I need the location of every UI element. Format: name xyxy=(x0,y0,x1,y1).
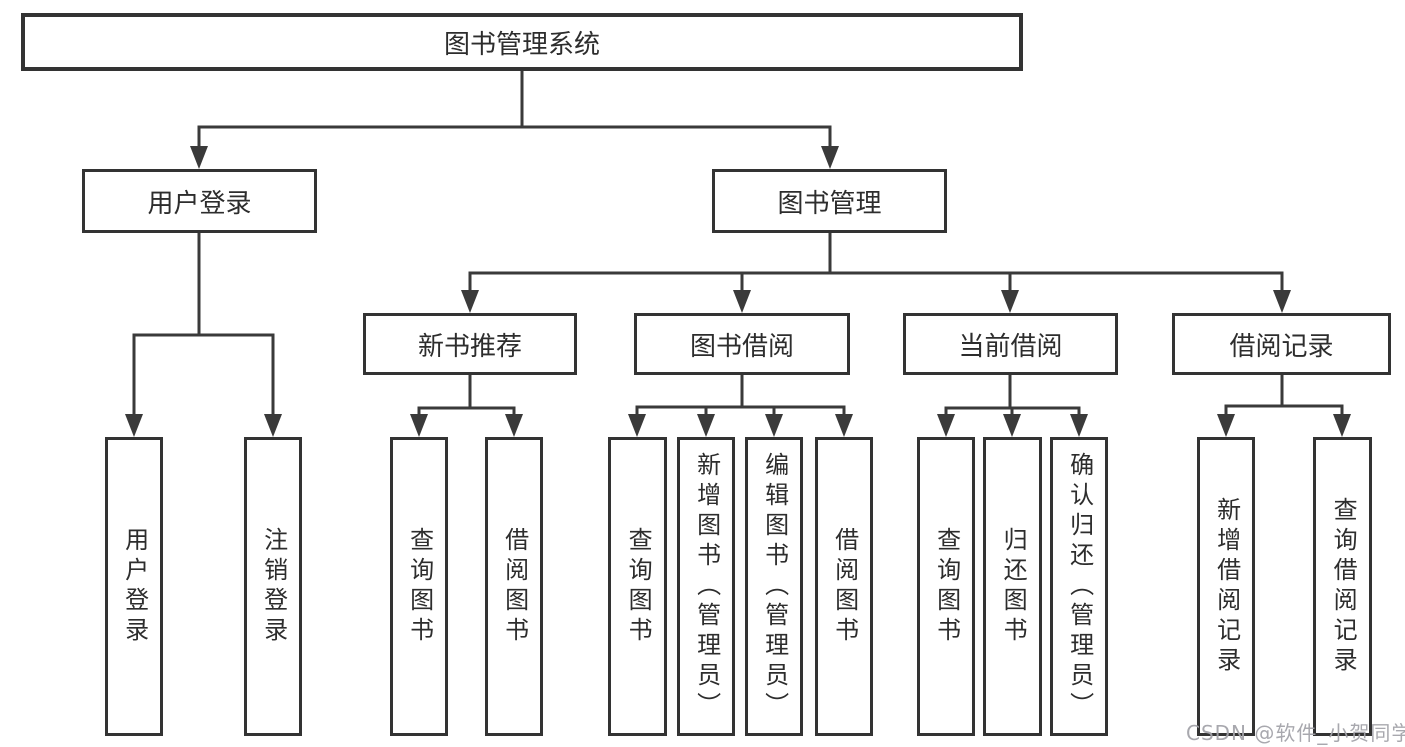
leaf-user-login: 用户登录 xyxy=(105,437,163,736)
node-borrowing-records: 借阅记录 xyxy=(1172,313,1391,375)
leaf-edit-books-admin: 编辑图书（管理员） xyxy=(745,437,803,736)
node-book-management-branch: 图书管理 xyxy=(712,169,947,233)
arrow-down-icon xyxy=(733,290,751,313)
node-new-book-recommendation: 新书推荐 xyxy=(363,313,577,375)
arrow-down-icon xyxy=(190,146,208,169)
arrow-down-icon xyxy=(1001,290,1019,313)
node-library-system: 图书管理系统 xyxy=(21,13,1023,71)
arrow-down-icon xyxy=(937,414,955,437)
leaf-borrow-books-rec: 借阅图书 xyxy=(485,437,543,736)
arrow-down-icon xyxy=(697,414,715,437)
csdn-watermark: CSDN @软件_小贺同学 xyxy=(1186,721,1405,745)
leaf-query-books-borrow: 查询图书 xyxy=(608,437,667,736)
leaf-query-books-rec: 查询图书 xyxy=(390,437,448,736)
leaf-query-books-current: 查询图书 xyxy=(917,437,975,736)
leaf-confirm-return-admin: 确认归还（管理员） xyxy=(1050,437,1108,736)
leaf-add-books-admin: 新增图书（管理员） xyxy=(677,437,735,736)
arrow-down-icon xyxy=(821,146,839,169)
arrow-down-icon xyxy=(1273,290,1291,313)
leaf-query-borrow-record: 查询借阅记录 xyxy=(1313,437,1372,736)
arrow-down-icon xyxy=(505,414,523,437)
leaf-add-borrow-record: 新增借阅记录 xyxy=(1197,437,1255,736)
arrow-down-icon xyxy=(835,414,853,437)
node-user-login-branch: 用户登录 xyxy=(82,169,317,233)
arrow-down-icon xyxy=(765,414,783,437)
node-book-borrowing: 图书借阅 xyxy=(634,313,850,375)
arrow-down-icon xyxy=(410,414,428,437)
leaf-logout: 注销登录 xyxy=(244,437,302,736)
arrow-down-icon xyxy=(1070,414,1088,437)
arrow-down-icon xyxy=(628,414,646,437)
arrow-down-icon xyxy=(461,290,479,313)
leaf-return-books: 归还图书 xyxy=(983,437,1042,736)
arrow-down-icon xyxy=(1217,414,1235,437)
arrow-down-icon xyxy=(1003,414,1021,437)
arrow-down-icon xyxy=(125,414,143,437)
arrow-down-icon xyxy=(264,414,282,437)
node-current-borrowing: 当前借阅 xyxy=(903,313,1118,375)
arrow-down-icon xyxy=(1333,414,1351,437)
leaf-borrow-books: 借阅图书 xyxy=(815,437,873,736)
